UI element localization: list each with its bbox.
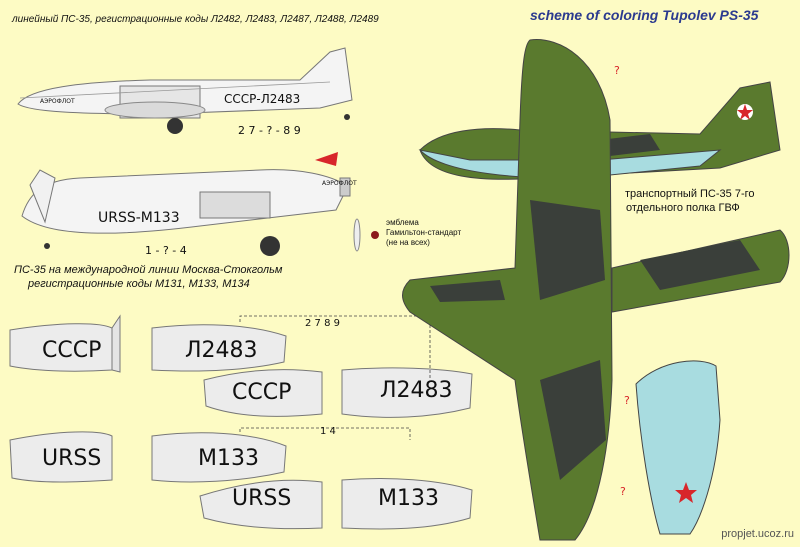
hamilton-standard-emblem xyxy=(353,218,379,252)
wing1-left-marking: СССР xyxy=(42,338,102,363)
registration-side-bottom: URSS-M133 xyxy=(98,210,180,226)
wing-plan-view-4 xyxy=(199,477,473,530)
wing-plan-view-1 xyxy=(9,314,287,373)
wing-alt-codes-top: 2 7 8 9 xyxy=(305,318,340,329)
wing2-left-marking: СССР xyxy=(232,380,292,405)
registration-side-top: СССР-Л2483 xyxy=(224,92,301,106)
wing4-left-marking: URSS xyxy=(232,486,292,511)
wing2-right-marking: Л2483 xyxy=(380,378,453,403)
airliner-side-view-top xyxy=(17,47,353,134)
aeroflot-logo-top: АЭРОФЛОТ xyxy=(40,98,75,105)
sheet-title: scheme of coloring Tupolev PS-35 xyxy=(530,7,759,23)
airliner-side-view-bottom xyxy=(21,152,351,256)
wing4-right-marking: M133 xyxy=(378,486,439,511)
wing1-right-marking: Л2483 xyxy=(185,338,258,363)
registration-side-bottom-alt: 1 - ? - 4 xyxy=(145,244,187,257)
caption-international-line-1: ПС-35 на международной линии Москва-Сток… xyxy=(14,264,283,276)
transport-underside-view xyxy=(635,360,721,535)
transport-top-view xyxy=(402,39,790,541)
leader-lines xyxy=(239,315,431,440)
registration-side-top-alt: 2 7 - ? - 8 9 xyxy=(238,124,301,137)
wing3-left-marking: URSS xyxy=(42,446,102,471)
wing-plan-view-3 xyxy=(9,431,287,483)
wing-alt-codes-bottom: 1 4 xyxy=(320,426,336,437)
caption-transport-line-1: транспортный ПС-35 7-го xyxy=(625,188,755,200)
caption-emblem-1: эмблема xyxy=(386,218,419,227)
watermark: propjet.ucoz.ru xyxy=(721,528,794,540)
caption-emblem-3: (не на всех) xyxy=(386,238,430,247)
wing-plan-view-2 xyxy=(203,367,473,418)
caption-emblem-2: Гамильтон-стандарт xyxy=(386,228,462,237)
wing3-right-marking: M133 xyxy=(198,446,259,471)
aeroflot-logo-bottom: АЭРОФЛОТ xyxy=(322,180,357,187)
uncertain-marking-1: ? xyxy=(614,64,620,77)
uncertain-marking-2: ? xyxy=(624,394,630,407)
caption-transport-line-2: отдельного полка ГВФ xyxy=(626,202,740,214)
caption-international-line-2: регистрационные коды M131, M133, M134 xyxy=(28,278,250,290)
uncertain-marking-3: ? xyxy=(620,485,626,498)
caption-airliner: линейный ПС-35, регистрационные коды Л24… xyxy=(12,14,379,25)
